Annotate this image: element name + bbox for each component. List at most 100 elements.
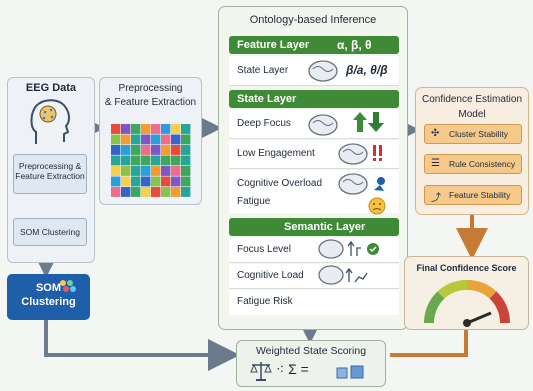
brain-icon	[318, 239, 344, 259]
eeg-data-title: EEG Data	[25, 82, 77, 94]
state-item-fatigue: Fatigue	[237, 196, 271, 207]
semantic-item-row: Fatigue Risk	[229, 290, 399, 315]
feature-layer-header: Feature Layer α, β, θ	[229, 36, 399, 54]
heatmap-cell	[111, 124, 121, 134]
heatmap-cell	[161, 124, 171, 134]
state-item-row: Low Engagement	[229, 140, 399, 169]
alert-icon	[373, 145, 382, 161]
heatmap-cell	[111, 155, 121, 166]
brain-icon	[308, 60, 338, 82]
eeg-som-clustering-step: SOM Clustering	[13, 218, 87, 246]
state-layer-row-label: State Layer	[237, 65, 289, 76]
feature-symbols: α, β, θ	[337, 38, 372, 52]
state-item-cognitive-overload: Cognitive Overload	[237, 178, 323, 189]
rule-consistency-item: ☰ Rule Consistency	[424, 154, 522, 174]
heatmap-cell	[131, 166, 141, 176]
som-clustering-box: SOM Clustering	[7, 274, 90, 320]
heatmap-cell	[141, 124, 151, 134]
heatmap-cell	[141, 187, 151, 197]
heatmap-cell	[181, 155, 191, 166]
heatmap-cell	[121, 145, 131, 155]
heatmap-cell	[171, 187, 181, 197]
heatmap-cell	[111, 187, 121, 197]
ontology-title: Ontology-based Inference	[249, 14, 377, 26]
semantic-item-cognitive-load: Cognitive Load	[237, 270, 304, 281]
semantic-item-focus-level: Focus Level	[237, 244, 291, 255]
heatmap-cell	[171, 124, 181, 134]
heatmap-cell	[161, 187, 171, 197]
check-icon	[367, 243, 379, 255]
feature-stability-item: ⤴ Feature Stability	[424, 185, 522, 205]
state-item-low-engagement: Low Engagement	[237, 148, 315, 159]
heatmap-cell	[131, 155, 141, 166]
heatmap-cell	[161, 176, 171, 187]
heatmap-cell	[171, 155, 181, 166]
ontology-icons	[308, 60, 386, 285]
gauge-needle	[466, 311, 492, 325]
heatmap-cell	[141, 166, 151, 176]
heatmap-cell	[161, 155, 171, 166]
heatmap-cell	[111, 134, 121, 145]
final-confidence-label: Final Confidence Score	[416, 263, 517, 273]
brain-icon	[308, 114, 338, 136]
cluster-icon: ✣	[431, 128, 440, 139]
heatmap-cell	[181, 166, 191, 176]
cubes-icon	[336, 365, 364, 379]
heatmap-cell	[141, 155, 151, 166]
cluster-stability-item: ✣ Cluster Stability	[424, 124, 522, 144]
trend-icon: ⤴	[431, 193, 441, 204]
weighted-scoring-title: Weighted State Scoring	[255, 345, 367, 357]
heatmap-cell	[181, 134, 191, 145]
state-layer-header: State Layer	[229, 90, 399, 108]
heatmap-cell	[161, 166, 171, 176]
brain-icon	[338, 173, 368, 195]
heatmap-cell	[111, 145, 121, 155]
head-brain-icon	[30, 99, 70, 144]
load-rising-icon	[345, 267, 368, 283]
heatmap-cell	[151, 134, 161, 145]
heatmap-cell	[181, 124, 191, 134]
heatmap-cell	[131, 124, 141, 134]
heatmap-cell	[151, 155, 161, 166]
heatmap-cell	[121, 166, 131, 176]
semantic-layer-label: Semantic Layer	[284, 221, 366, 233]
som-clustering-label: SOM Clustering	[21, 282, 76, 308]
heatmap-cell	[121, 124, 131, 134]
heatmap-cell	[151, 166, 161, 176]
heatmap-cell	[181, 187, 191, 197]
heatmap-cell	[131, 176, 141, 187]
confidence-title: Confidence Estimation Model	[421, 94, 523, 120]
heatmap-cell	[171, 176, 181, 187]
heatmap-cell	[151, 145, 161, 155]
feature-heatmap	[111, 124, 191, 197]
brain-icon	[318, 265, 344, 285]
heatmap-cell	[121, 176, 131, 187]
heatmap-cell	[121, 134, 131, 145]
heatmap-cell	[151, 124, 161, 134]
cluster-stability-label: Cluster Stability	[449, 129, 509, 139]
trend-up-icon	[347, 240, 361, 256]
brain-icon	[338, 143, 368, 165]
heatmap-cell	[131, 145, 141, 155]
heatmap-cell	[111, 176, 121, 187]
arrow-up-icon	[353, 112, 367, 132]
sad-face-icon	[368, 197, 386, 215]
eeg-preprocessing-step: Preprocessing & Feature Extraction	[13, 154, 87, 194]
scale-icon	[250, 362, 272, 381]
overload-icon	[374, 177, 385, 191]
semantic-item-row: Cognitive Load	[229, 264, 399, 289]
feature-stability-label: Feature Stability	[449, 190, 511, 200]
heatmap-cell	[141, 145, 151, 155]
cluster-dots-icon	[60, 280, 76, 292]
confidence-gauge	[423, 279, 511, 327]
ratio-formula: β/a, θ/β	[346, 63, 388, 77]
heatmap-cell	[181, 145, 191, 155]
heatmap-cell	[121, 155, 131, 166]
state-layer-label: State Layer	[237, 93, 297, 105]
arrow-down-icon	[368, 112, 384, 132]
heatmap-cell	[121, 187, 131, 197]
state-item-row: Fatigue	[229, 190, 399, 213]
semantic-item-fatigue-risk: Fatigue Risk	[237, 296, 293, 307]
heatmap-cell	[111, 166, 121, 176]
heatmap-cell	[131, 134, 141, 145]
